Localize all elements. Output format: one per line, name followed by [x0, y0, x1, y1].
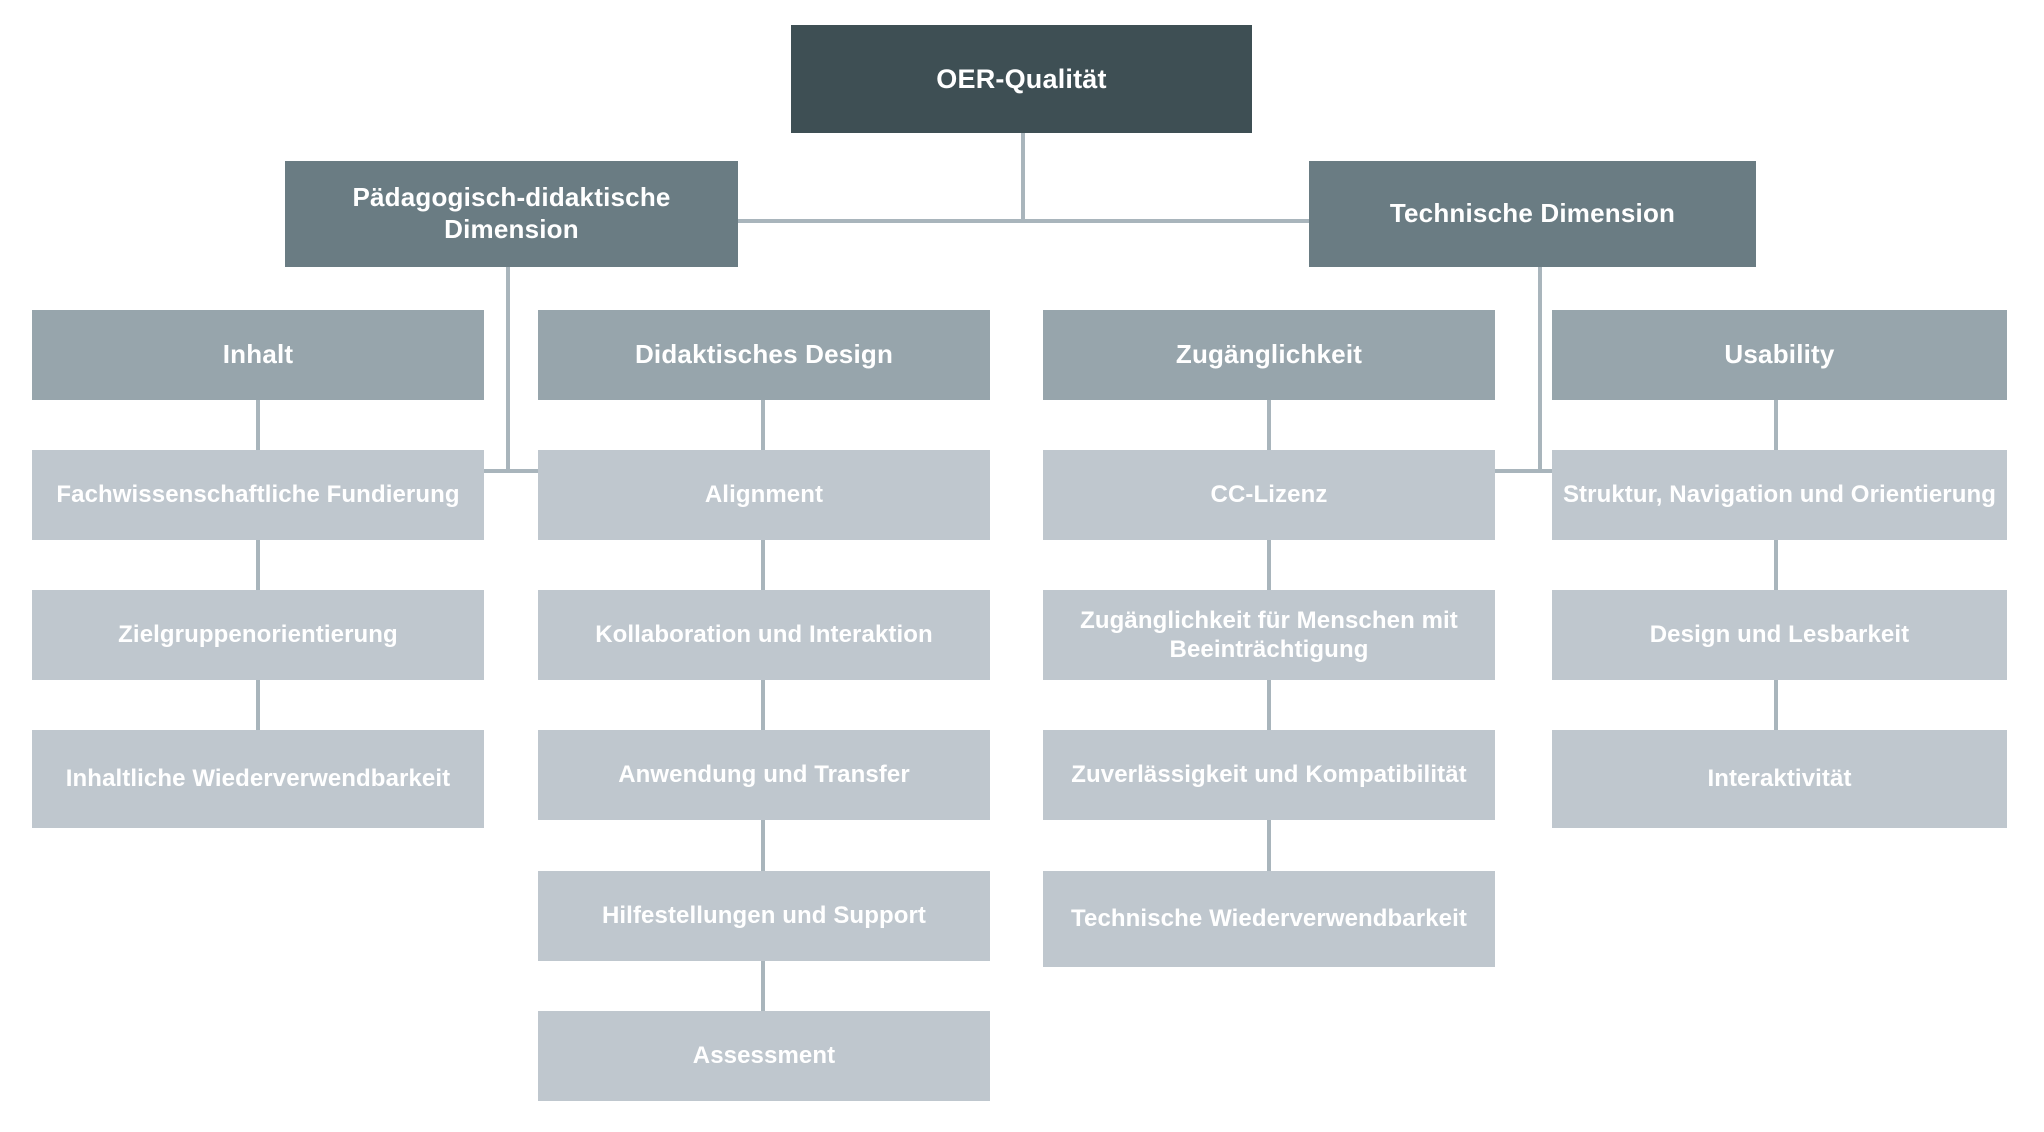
connector-dimension-spine	[738, 219, 1309, 223]
node-item-label: Kollaboration und Interaktion	[595, 621, 933, 649]
node-item-label: Design und Lesbarkeit	[1649, 621, 1910, 649]
node-category-zugaenglichkeit[interactable]: Zugänglichkeit	[1043, 310, 1495, 400]
node-item-struktur-navigation-und-orientierung[interactable]: Struktur, Navigation und Orientierung	[1552, 450, 2007, 540]
node-item-label: Interaktivität	[1707, 765, 1852, 793]
node-item-cc-lizenz[interactable]: CC-Lizenz	[1043, 450, 1495, 540]
node-item-label: Zuverlässigkeit und Kompatibilität	[1071, 761, 1467, 789]
node-root-oer-qualitaet[interactable]: OER-Qualität	[791, 25, 1252, 133]
node-item-label: Zugänglichkeit für Menschen mit Beeinträ…	[1080, 606, 1458, 663]
node-dimension-paedagogisch-didaktisch[interactable]: Pädagogisch-didaktische Dimension	[285, 161, 738, 267]
node-dimension-technisch[interactable]: Technische Dimension	[1309, 161, 1756, 267]
node-category-usability[interactable]: Usability	[1552, 310, 2007, 400]
node-item-zuverlaessigkeit-und-kompatibilitaet[interactable]: Zuverlässigkeit und Kompatibilität	[1043, 730, 1495, 820]
node-item-interaktivitaet[interactable]: Interaktivität	[1552, 730, 2007, 828]
node-dimension-paedagogisch-label: Pädagogisch-didaktische Dimension	[352, 182, 671, 244]
node-category-inhalt[interactable]: Inhalt	[32, 310, 484, 400]
connector-paed-children-bar	[256, 469, 764, 473]
node-item-inhaltliche-wiederverwendbarkeit[interactable]: Inhaltliche Wiederverwendbarkeit	[32, 730, 484, 828]
node-item-label: Assessment	[692, 1042, 836, 1070]
connector-zugaenglichkeit-column	[1267, 400, 1271, 966]
node-item-label: Zielgruppenorientierung	[118, 621, 398, 649]
node-item-label: Inhaltliche Wiederverwendbarkeit	[65, 765, 451, 793]
node-item-label: Technische Wiederverwendbarkeit	[1071, 905, 1467, 933]
node-item-fachwissenschaftliche-fundierung[interactable]: Fachwissenschaftliche Fundierung	[32, 450, 484, 540]
node-category-inhalt-label: Inhalt	[222, 339, 294, 370]
node-category-usability-label: Usability	[1724, 339, 1835, 370]
connector-root-vertical	[1021, 133, 1025, 221]
node-item-design-und-lesbarkeit[interactable]: Design und Lesbarkeit	[1552, 590, 2007, 680]
node-item-label: CC-Lizenz	[1210, 481, 1328, 509]
connector-tech-children-bar	[1287, 469, 1795, 473]
node-item-label: Fachwissenschaftliche Fundierung	[56, 481, 460, 509]
node-item-label: Struktur, Navigation und Orientierung	[1562, 481, 1997, 509]
node-item-assessment[interactable]: Assessment	[538, 1011, 990, 1101]
node-item-label: Anwendung und Transfer	[618, 761, 910, 789]
connector-paed-stem	[506, 267, 510, 473]
node-item-zugaenglichkeit-fuer-menschen-mit-beeintraechtigung[interactable]: Zugänglichkeit für Menschen mit Beeinträ…	[1043, 590, 1495, 680]
node-item-label: Hilfestellungen und Support	[601, 902, 927, 930]
node-item-anwendung-und-transfer[interactable]: Anwendung und Transfer	[538, 730, 990, 820]
node-category-zugaenglichkeit-label: Zugänglichkeit	[1175, 339, 1363, 370]
node-item-kollaboration-und-interaktion[interactable]: Kollaboration und Interaktion	[538, 590, 990, 680]
node-dimension-technisch-label: Technische Dimension	[1389, 198, 1676, 229]
node-item-hilfestellungen-und-support[interactable]: Hilfestellungen und Support	[538, 871, 990, 961]
node-item-label: Alignment	[704, 481, 824, 509]
node-category-didaktisches-design-label: Didaktisches Design	[634, 339, 894, 370]
node-item-technische-wiederverwendbarkeit[interactable]: Technische Wiederverwendbarkeit	[1043, 871, 1495, 967]
connector-tech-stem	[1538, 267, 1542, 473]
node-root-label: OER-Qualität	[936, 63, 1107, 94]
node-category-didaktisches-design[interactable]: Didaktisches Design	[538, 310, 990, 400]
node-item-zielgruppenorientierung[interactable]: Zielgruppenorientierung	[32, 590, 484, 680]
node-item-alignment[interactable]: Alignment	[538, 450, 990, 540]
